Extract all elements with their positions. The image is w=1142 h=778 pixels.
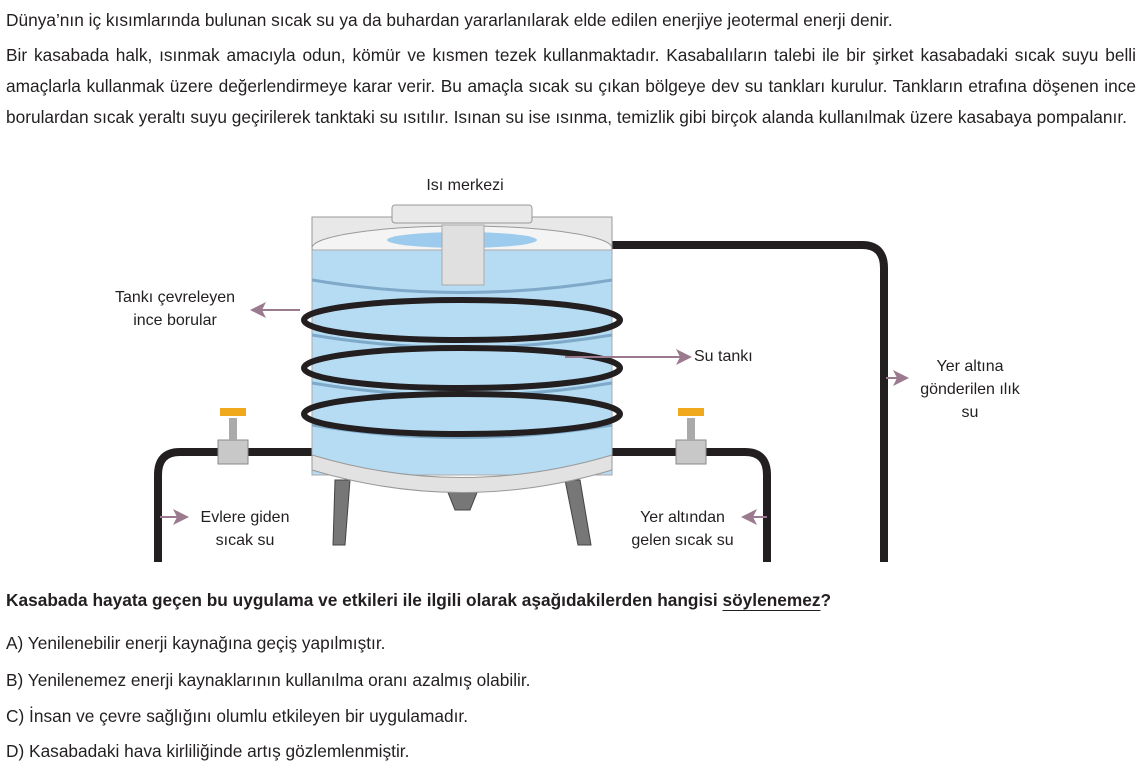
return-pipe xyxy=(600,241,888,562)
option-a[interactable]: A) Yenilenebilir enerji kaynağına geçiş … xyxy=(6,633,386,653)
question-end: ? xyxy=(820,590,832,610)
question-stem: Kasabada hayata geçen bu uygulama ve etk… xyxy=(6,590,831,611)
intro-sentence: Dünya’nın iç kısımlarında bulunan sıcak … xyxy=(6,10,893,30)
source-pipe xyxy=(605,448,771,562)
option-c[interactable]: C) İnsan ve çevre sağlığını olumlu etkil… xyxy=(6,706,469,726)
label-homes-line2: sıcak su xyxy=(215,532,275,549)
intro-paragraph: Bir kasabada halk, ısınmak amacıyla odun… xyxy=(6,45,1136,127)
question-emphasis: söylenemez xyxy=(722,590,821,610)
label-return-line3: su xyxy=(961,404,979,421)
label-source-line2: gelen sıcak su xyxy=(631,532,734,549)
pipes xyxy=(154,241,888,562)
label-return: Yer altına gönderilen ılık su xyxy=(900,355,1040,424)
question-text: Kasabada hayata geçen bu uygulama ve etk… xyxy=(6,590,723,610)
water-tank xyxy=(311,204,613,493)
label-heat-center: Isı merkezi xyxy=(426,177,504,194)
label-pipes: Tankı çevreleyen ince borular xyxy=(95,286,255,332)
option-d[interactable]: D) Kasabadaki hava kirliliğinde artış gö… xyxy=(6,741,410,761)
label-return-line1: Yer altına xyxy=(936,358,1004,375)
label-arrows xyxy=(160,302,909,525)
option-b[interactable]: B) Yenilenemez enerji kaynaklarının kull… xyxy=(6,670,531,690)
label-return-line2: gönderilen ılık xyxy=(920,381,1020,398)
heating-coils xyxy=(301,297,623,437)
home-pipe xyxy=(154,448,315,562)
label-homes: Evlere giden sıcak su xyxy=(185,506,305,552)
label-tank: Su tankı xyxy=(694,348,753,365)
label-source-line1: Yer altından xyxy=(640,509,725,526)
valve-left xyxy=(217,408,249,465)
label-source: Yer altından gelen sıcak su xyxy=(615,506,750,552)
valve-right xyxy=(675,408,707,465)
label-homes-line1: Evlere giden xyxy=(200,509,290,526)
label-pipes-line1: Tankı çevreleyen xyxy=(114,289,236,306)
label-pipes-line2: ince borular xyxy=(133,312,217,329)
